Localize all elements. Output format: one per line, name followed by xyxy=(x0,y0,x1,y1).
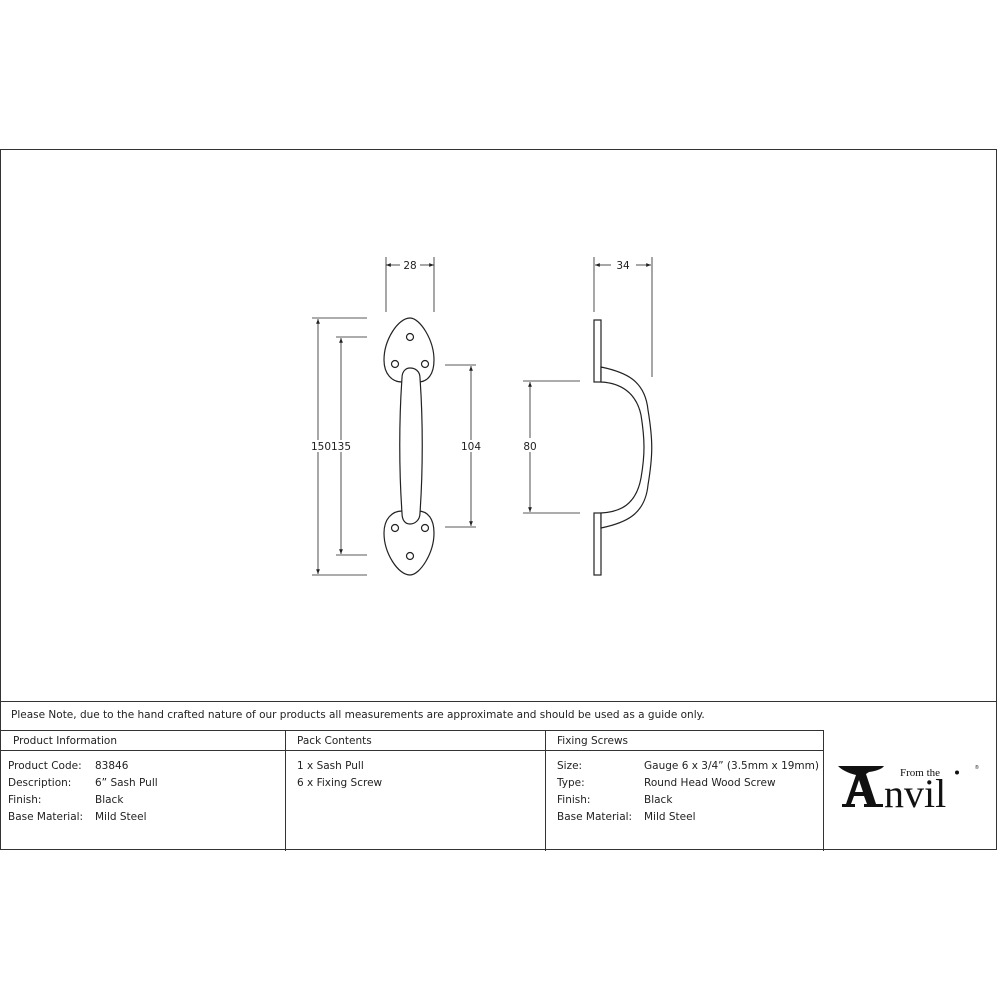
logo-small-text: From the xyxy=(900,767,940,779)
pack-contents-heading: Pack Contents xyxy=(297,735,372,747)
product-info-label: Base Material: xyxy=(8,811,84,823)
logo-main-text: nvil xyxy=(884,771,946,816)
anvil-icon xyxy=(838,766,884,807)
fixing-screws-value: Black xyxy=(644,794,673,806)
fixing-screws-label: Finish: xyxy=(557,794,591,806)
dim-centres-135: 135 xyxy=(331,441,351,453)
front-view-dimensions xyxy=(312,257,476,576)
fixing-screws-label: Type: xyxy=(557,777,585,789)
disclaimer-note: Please Note, due to the hand crafted nat… xyxy=(11,709,705,721)
product-info-value: Mild Steel xyxy=(95,811,147,823)
column-divider-2 xyxy=(545,730,546,851)
note-bottom-divider xyxy=(0,730,823,731)
front-view xyxy=(383,317,435,576)
registered-mark: ® xyxy=(975,764,979,771)
fixing-screws-label: Base Material: xyxy=(557,811,633,823)
fixing-screws-value: Mild Steel xyxy=(644,811,696,823)
pack-contents-item: 6 x Fixing Screw xyxy=(297,777,383,789)
dim-overall-150: 150 xyxy=(311,441,331,453)
fixing-screws-value: Round Head Wood Screw xyxy=(644,777,776,789)
fixing-screws-value: Gauge 6 x 3/4” (3.5mm x 19mm) xyxy=(644,760,819,772)
dim-grip-104: 104 xyxy=(461,441,481,453)
dim-width-28: 28 xyxy=(403,260,416,272)
product-info-label: Finish: xyxy=(8,794,42,806)
drawing-sheet-border xyxy=(0,149,997,850)
from-the-anvil-logo: From the nvil ® xyxy=(838,764,979,816)
note-top-divider xyxy=(0,701,997,702)
dim-projection-34: 34 xyxy=(616,260,630,272)
side-view xyxy=(593,319,653,576)
column-divider-3 xyxy=(823,730,824,851)
product-info-label: Product Code: xyxy=(8,760,82,772)
product-info-label: Description: xyxy=(8,777,72,789)
fixing-screws-label: Size: xyxy=(557,760,583,772)
side-view-dimensions xyxy=(523,257,653,514)
header-underline xyxy=(0,750,823,751)
dim-span-80: 80 xyxy=(523,441,536,453)
pack-contents-item: 1 x Sash Pull xyxy=(297,760,364,772)
product-info-heading: Product Information xyxy=(13,735,117,747)
column-divider-1 xyxy=(285,730,286,851)
fixing-screws-heading: Fixing Screws xyxy=(557,735,629,747)
product-info-value: 83846 xyxy=(95,760,129,772)
product-info-value: 6” Sash Pull xyxy=(95,777,158,789)
product-info-value: Black xyxy=(95,794,124,806)
